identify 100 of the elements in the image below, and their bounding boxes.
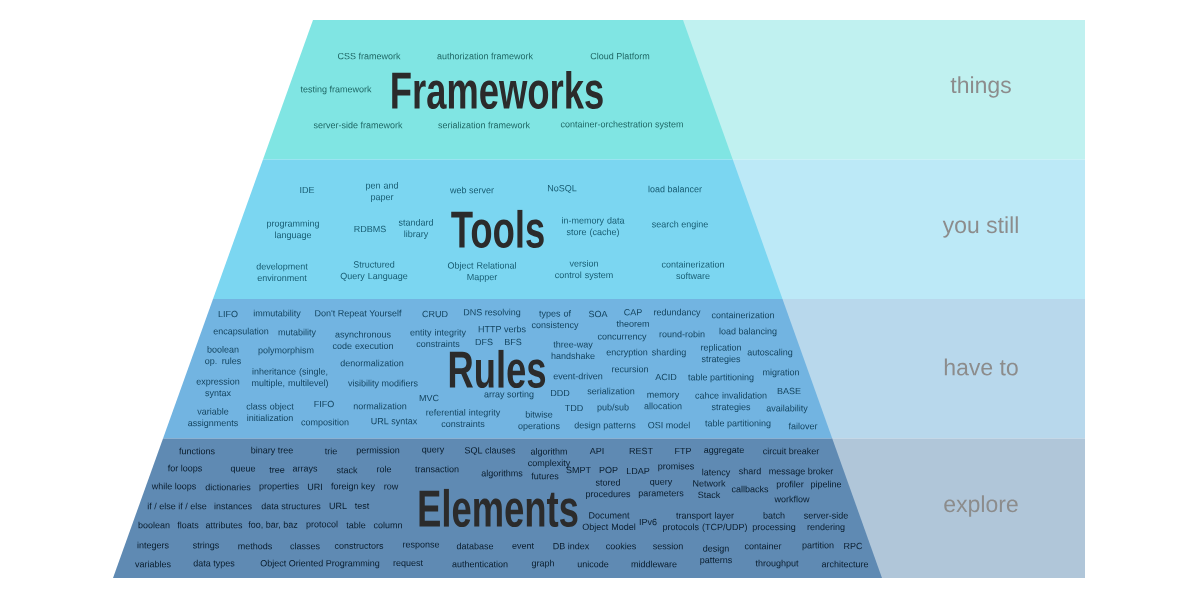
topic-label: DB index <box>553 542 590 550</box>
topic-label: LDAP <box>627 467 650 475</box>
topic-label: Network Stack <box>693 479 726 499</box>
topic-label: Document Object Model <box>582 512 636 532</box>
tier-heading: Tools <box>451 209 544 249</box>
topic-label: SMPT <box>566 466 591 474</box>
topic-label: event <box>512 543 534 549</box>
topic-label: encryption <box>606 348 648 358</box>
topic-label: cookies <box>606 542 636 550</box>
topic-label: aggregate <box>704 447 744 455</box>
topic-label: POP <box>599 466 618 474</box>
topic-label: data types <box>193 559 235 569</box>
topic-label: dictionaries <box>205 483 251 491</box>
topic-label: ACID <box>655 373 677 381</box>
topic-label: TDD <box>564 404 583 412</box>
topic-label: table <box>346 521 366 529</box>
topic-label: while loops <box>151 482 196 492</box>
topic-label: Object Oriented Programming <box>260 559 380 569</box>
topic-label: serialization <box>587 387 635 395</box>
topic-label: BFS <box>505 338 522 346</box>
topic-label: query <box>422 447 445 455</box>
topic-label: instances <box>214 502 252 510</box>
topic-label: integers <box>137 541 169 551</box>
topic-label: server-side framework <box>313 121 403 129</box>
topic-label: message broker <box>769 467 834 477</box>
topic-label: data structures <box>261 502 321 510</box>
topic-label: column <box>373 521 402 529</box>
topic-label: development environment <box>256 262 308 282</box>
tier-heading: Elements <box>419 488 578 528</box>
topic-label: RDBMS <box>354 225 386 233</box>
topic-label: containerization <box>711 311 774 319</box>
topic-label: pub/sub <box>597 403 629 413</box>
topic-label: stored procedures <box>586 479 631 499</box>
topic-label: IDE <box>300 186 315 194</box>
topic-label: HTTP verbs <box>478 325 526 333</box>
topic-label: middleware <box>631 560 677 568</box>
topic-label: tree <box>269 467 285 473</box>
topic-label: for loops <box>167 464 202 474</box>
topic-label: version control system <box>555 260 613 280</box>
topic-label: asynchronous code execution <box>332 330 393 350</box>
topic-label: promises <box>658 462 694 472</box>
topic-label: inheritance (single, multiple, multilevel) <box>252 368 328 388</box>
topic-label: DFS <box>475 338 493 346</box>
topic-label: CAP theorem <box>616 309 649 327</box>
topic-label: role <box>377 465 392 473</box>
topic-label: arrays <box>292 466 318 474</box>
topic-label: if / else if / else <box>147 502 207 510</box>
topic-label: throughput <box>755 559 799 569</box>
topic-label: polymorphism <box>258 346 314 356</box>
topic-label: event-driven <box>553 372 603 380</box>
topic-label: constructors <box>334 543 384 549</box>
topic-label: entity integrity constraints <box>410 328 466 348</box>
topic-label: serialization framework <box>438 121 530 129</box>
topic-label: mutability <box>278 328 316 338</box>
topic-label: three-way handshake <box>551 340 595 360</box>
topic-label: batch processing <box>752 512 796 532</box>
topic-label: URI <box>307 483 322 491</box>
topic-label: graph <box>531 559 554 569</box>
topic-label: sharding <box>652 348 686 358</box>
topic-label: visibility modifiers <box>348 379 418 389</box>
pyramid-tier <box>163 299 833 439</box>
topic-label: authentication <box>452 560 508 568</box>
topic-label: bitwise operations <box>518 411 560 431</box>
topic-label: container <box>744 542 782 550</box>
topic-label: Object Relational Mapper <box>447 262 516 282</box>
topic-label: immutability <box>253 309 301 319</box>
topic-label: DNS resolving <box>464 308 521 318</box>
topic-label: NoSQL <box>548 185 577 193</box>
topic-label: search engine <box>652 220 708 230</box>
topic-label: profiler <box>776 480 804 490</box>
topic-label: design patterns <box>700 545 732 565</box>
topic-label: memory allocation <box>644 392 682 410</box>
topic-label: replication strategies <box>701 344 741 364</box>
topic-label: types of consistency <box>531 310 579 330</box>
topic-label: RPC <box>844 542 863 550</box>
topic-label: circuit breaker <box>763 447 820 455</box>
topic-label: attributes <box>205 521 243 529</box>
topic-label: Cloud Platform <box>590 52 650 60</box>
topic-label: authorization framework <box>437 52 533 60</box>
topic-label: boolean <box>138 521 170 529</box>
topic-label: session <box>653 542 683 550</box>
topic-label: response <box>403 542 440 550</box>
topic-label: round-robin <box>659 330 705 338</box>
topic-label: FIFO <box>314 400 334 408</box>
topic-label: request <box>393 560 423 568</box>
topic-label: functions <box>179 447 215 455</box>
topic-label: FTP <box>675 447 692 455</box>
topic-label: database <box>456 542 494 550</box>
topic-label: methods <box>238 542 272 550</box>
topic-label: web server <box>450 186 494 194</box>
topic-label: table partitioning <box>688 373 754 383</box>
pyramid-tier <box>213 159 783 299</box>
topic-label: MVC <box>419 394 439 402</box>
topic-label: workflow <box>774 495 810 503</box>
topic-label: foreign key <box>331 482 375 492</box>
topic-label: encapsulation <box>213 327 269 337</box>
topic-label: in-memory data store (cache) <box>562 217 625 237</box>
topic-label: standard library <box>398 219 433 239</box>
side-band: you still <box>731 159 1085 299</box>
topic-label: callbacks <box>731 485 769 493</box>
